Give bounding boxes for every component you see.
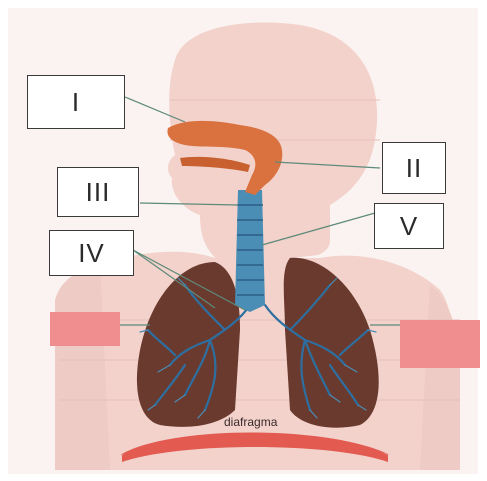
label-V: V — [400, 211, 418, 242]
answer-box-left — [50, 312, 120, 346]
label-box-III: III — [57, 167, 139, 217]
label-box-I: I — [27, 75, 125, 129]
answer-box-right — [400, 320, 480, 368]
label-box-V: V — [374, 203, 444, 249]
diaphragm-caption: diafragma — [224, 415, 277, 429]
label-II: II — [406, 153, 422, 184]
label-I: I — [72, 87, 80, 118]
label-III: III — [86, 177, 111, 208]
label-box-II: II — [382, 142, 446, 194]
trachea — [235, 190, 265, 312]
label-IV: IV — [78, 238, 105, 269]
label-box-IV: IV — [49, 230, 134, 276]
